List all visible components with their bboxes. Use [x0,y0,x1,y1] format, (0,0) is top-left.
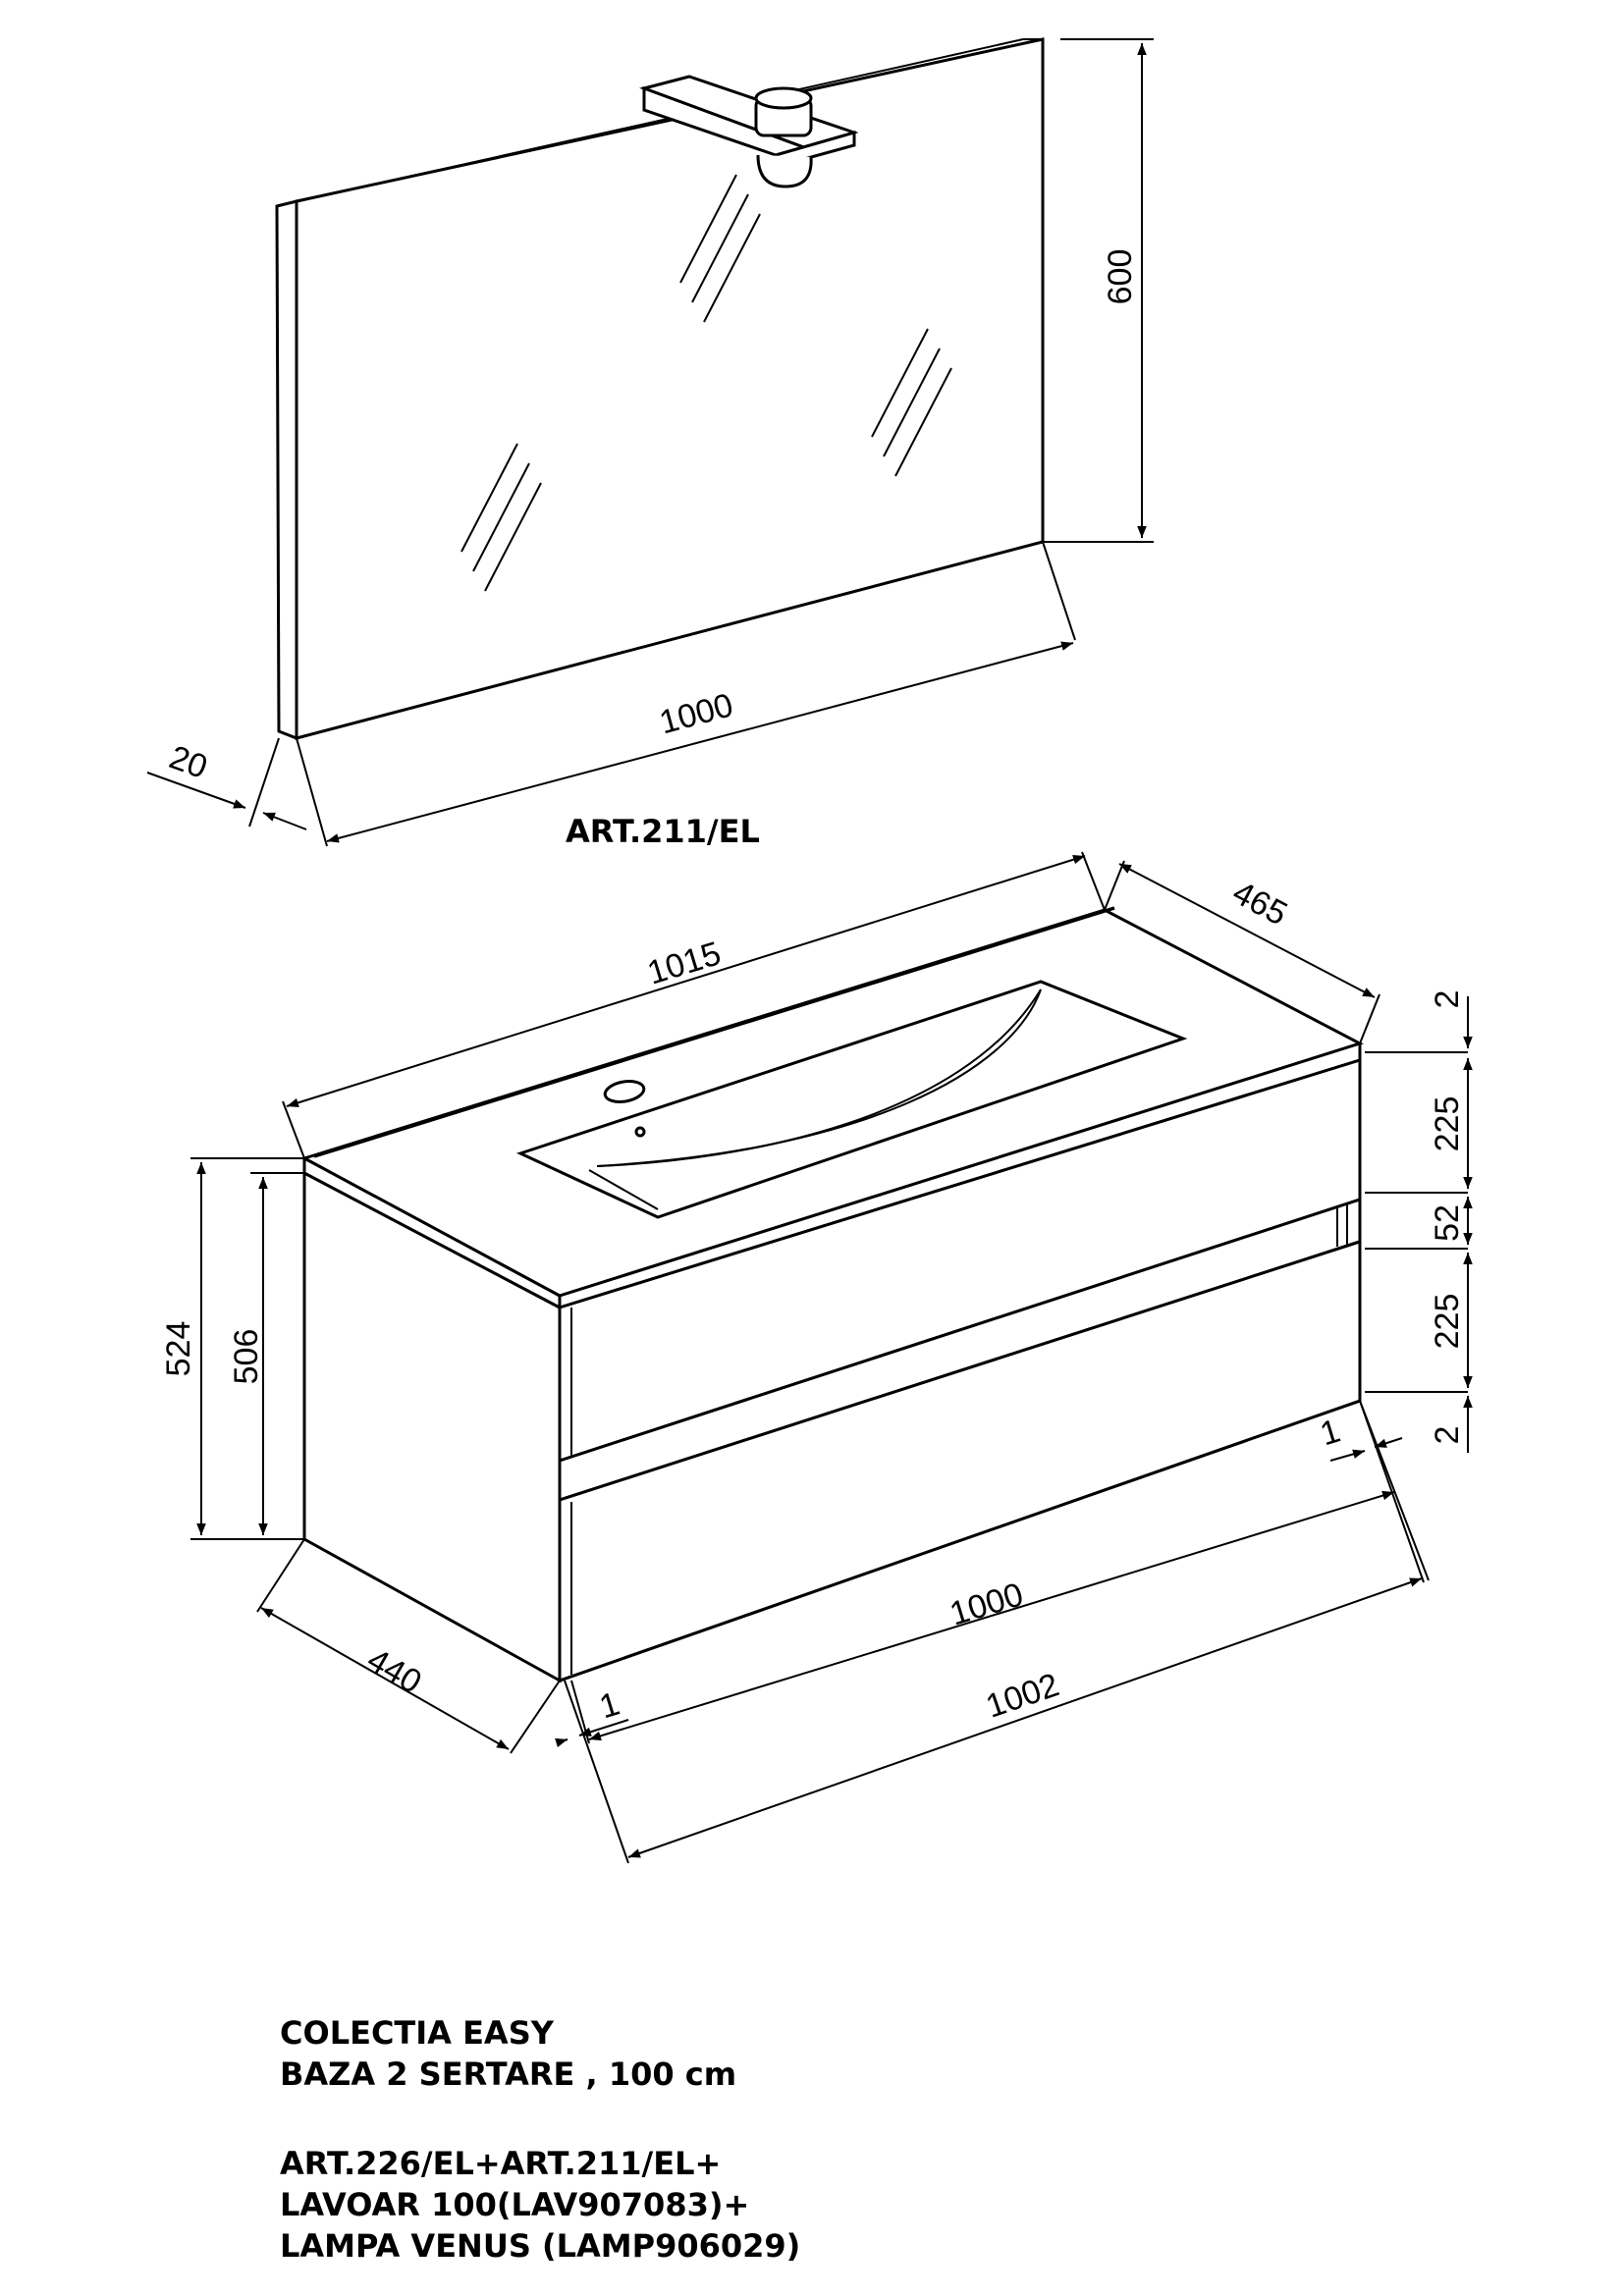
dim-offset-right: 1 [1316,1413,1344,1454]
caption-block: COLECTIA EASY BAZA 2 SERTARE , 100 cm AR… [280,2014,800,2265]
dim-bottom-gap: 2 [1429,1426,1466,1445]
dim-mirror-width: 1000 [656,686,737,741]
dim-drawer-upper: 225 [1429,1096,1466,1152]
mirror-article-label: ART.211/EL [566,813,760,850]
caption-base: BAZA 2 SERTARE , 100 cm [280,2056,736,2093]
mirror-reflection-marks [460,174,952,592]
mirror-drawing: 600 1000 20 ART.211/EL [146,37,1154,850]
dim-overall-width: 1002 [981,1666,1063,1726]
dim-gap-middle: 52 [1429,1204,1466,1242]
cabinet-drawing: 1015 465 440 1000 1002 [160,851,1473,1864]
left-height-dimensions: 524 506 [160,1157,304,1540]
lamp-venus [639,75,859,188]
mirror-front-face [295,37,1045,740]
dim-offset-left: 1 [595,1685,623,1727]
dim-base-depth: 440 [360,1641,427,1701]
offset-right-dimension: 1 [1316,1413,1403,1462]
mirror-height-dimension: 600 [1043,38,1154,543]
dim-mirror-depth: 20 [164,738,212,786]
dim-drawer-lower: 225 [1429,1294,1466,1350]
caption-lamp: LAMPA VENUS (LAMP906029) [280,2227,800,2265]
dim-total-height: 524 [160,1321,197,1377]
dim-drawer-width: 1000 [946,1575,1027,1632]
mirror-depth-dimension: 20 [146,737,307,830]
drain-hole [634,1126,646,1138]
caption-articles: ART.226/EL+ART.211/EL+ [280,2145,721,2182]
caption-collection: COLECTIA EASY [280,2014,555,2052]
dim-mirror-height: 600 [1102,249,1139,305]
mirror-width-dimension: 1000 [296,541,1076,847]
right-height-dimensions: 2 225 52 225 2 [1365,990,1473,1453]
dim-top-width: 1015 [643,934,725,991]
mirror-side-edge [275,199,298,741]
caption-basin: LAVOAR 100(LAV907083)+ [280,2186,749,2223]
dim-body-height: 506 [228,1329,265,1385]
dim-top-gap: 2 [1429,990,1466,1009]
